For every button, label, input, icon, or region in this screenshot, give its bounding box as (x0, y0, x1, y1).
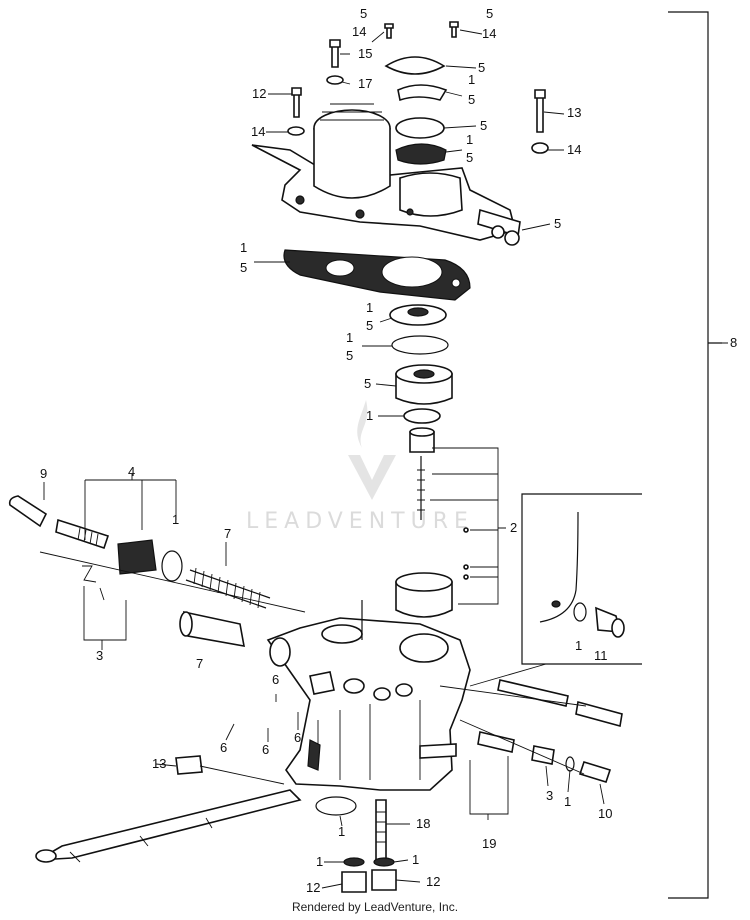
callout: 18 (416, 816, 430, 831)
callout: 6 (220, 740, 227, 755)
top-gasket (283, 249, 471, 301)
callout: 14 (251, 124, 265, 139)
callout: 12 (252, 86, 266, 101)
callout: 15 (358, 46, 372, 61)
callout: 1 (338, 824, 345, 839)
callout: 12 (306, 880, 320, 895)
callout: 5 (468, 92, 475, 107)
callout-leaders (43, 29, 728, 889)
callout: 1 (564, 794, 571, 809)
callout: 4 (128, 464, 135, 479)
callout: 19 (482, 836, 496, 851)
callout: 7 (224, 526, 231, 541)
callout: 6 (294, 730, 301, 745)
callout: 5 (478, 60, 485, 75)
callout: 5 (240, 260, 247, 275)
callout: 1 (412, 852, 419, 867)
callout: 1 (346, 330, 353, 345)
callout: 5 (554, 216, 561, 231)
float-chamber-cover (384, 56, 448, 165)
callout: 1 (366, 300, 373, 315)
callout: 5 (486, 6, 493, 21)
callout: 14 (567, 142, 581, 157)
leadventure-watermark: LEADVENTURE (246, 400, 474, 534)
callout: 1 (575, 638, 582, 653)
callout: 17 (358, 76, 372, 91)
callout: 1 (366, 408, 373, 423)
callout: 1 (172, 512, 179, 527)
bracket-2 (430, 447, 506, 605)
callout: 13 (152, 756, 166, 771)
callout: 8 (730, 335, 737, 350)
callout: 9 (40, 466, 47, 481)
float-valve-parts (389, 304, 469, 618)
callout-labels: 5 14 5 14 15 17 5 1 5 12 5 1 5 13 14 14 … (40, 6, 737, 895)
callout: 5 (466, 150, 473, 165)
bracket-4 (84, 474, 177, 540)
callout: 1 (468, 72, 475, 87)
right-side-pins (439, 679, 623, 783)
callout: 14 (482, 26, 496, 41)
callout: 5 (364, 376, 371, 391)
watermark-text: LEADVENTURE (246, 509, 474, 534)
callout: 1 (240, 240, 247, 255)
bracket-19 (469, 756, 509, 820)
callout: 1 (316, 854, 323, 869)
callout: 12 (426, 874, 440, 889)
callout: 3 (96, 648, 103, 663)
callout: 5 (360, 6, 367, 21)
left-parts (8, 495, 306, 647)
callout: 6 (262, 742, 269, 757)
callout: 6 (272, 672, 279, 687)
footer-credit: Rendered by LeadVenture, Inc. (291, 900, 459, 914)
callout: 1 (466, 132, 473, 147)
callout: 10 (598, 806, 612, 821)
assembly-bracket (668, 11, 722, 899)
bracket-3 (83, 586, 127, 650)
top-screws (287, 21, 549, 154)
callout: 11 (594, 648, 608, 663)
bottom-parts (35, 755, 397, 893)
callout: 2 (510, 520, 517, 535)
callout: 5 (346, 348, 353, 363)
callout: 7 (196, 656, 203, 671)
callout: 13 (567, 105, 581, 120)
carburetor-main-body (266, 600, 471, 791)
callout: 5 (480, 118, 487, 133)
detail-inset (469, 493, 642, 687)
callout: 14 (352, 24, 366, 39)
callout: 3 (546, 788, 553, 803)
main-top-housing (251, 103, 521, 246)
callout: 5 (366, 318, 373, 333)
